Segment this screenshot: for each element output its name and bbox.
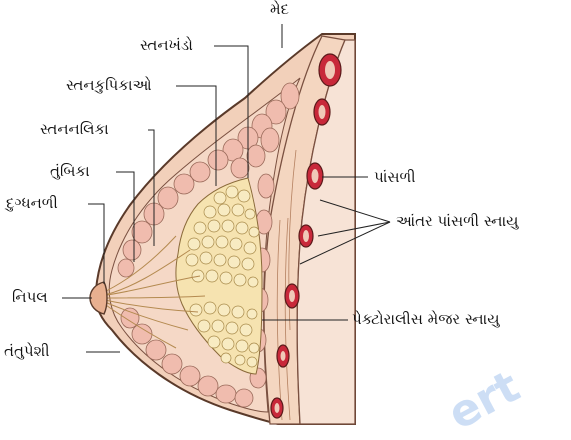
- label-lactiferous-duct: દુગ્ધનળી: [6, 196, 58, 211]
- label-lobes: સ્તનખંડો: [140, 38, 193, 53]
- label-ribs: પાંસળી: [374, 170, 416, 185]
- label-intercostal-muscles: આંતર પાંસળી સ્નાયુ: [396, 214, 518, 229]
- label-fat: મેદ: [270, 2, 289, 17]
- label-connective-tissue: તંતુપેશી: [4, 344, 49, 359]
- label-nipple: નિપલ: [12, 290, 48, 305]
- label-pectoralis-major: પેક્ટોરાલીસ મેજર સ્નાયુ: [352, 312, 500, 327]
- label-milk-ducts: સ્તનનલિકા: [40, 122, 109, 137]
- label-ampulla: તુંબિકા: [50, 164, 90, 179]
- nipple-shape: [90, 282, 107, 314]
- label-lobules: સ્તનકુપિકાઓ: [66, 78, 152, 93]
